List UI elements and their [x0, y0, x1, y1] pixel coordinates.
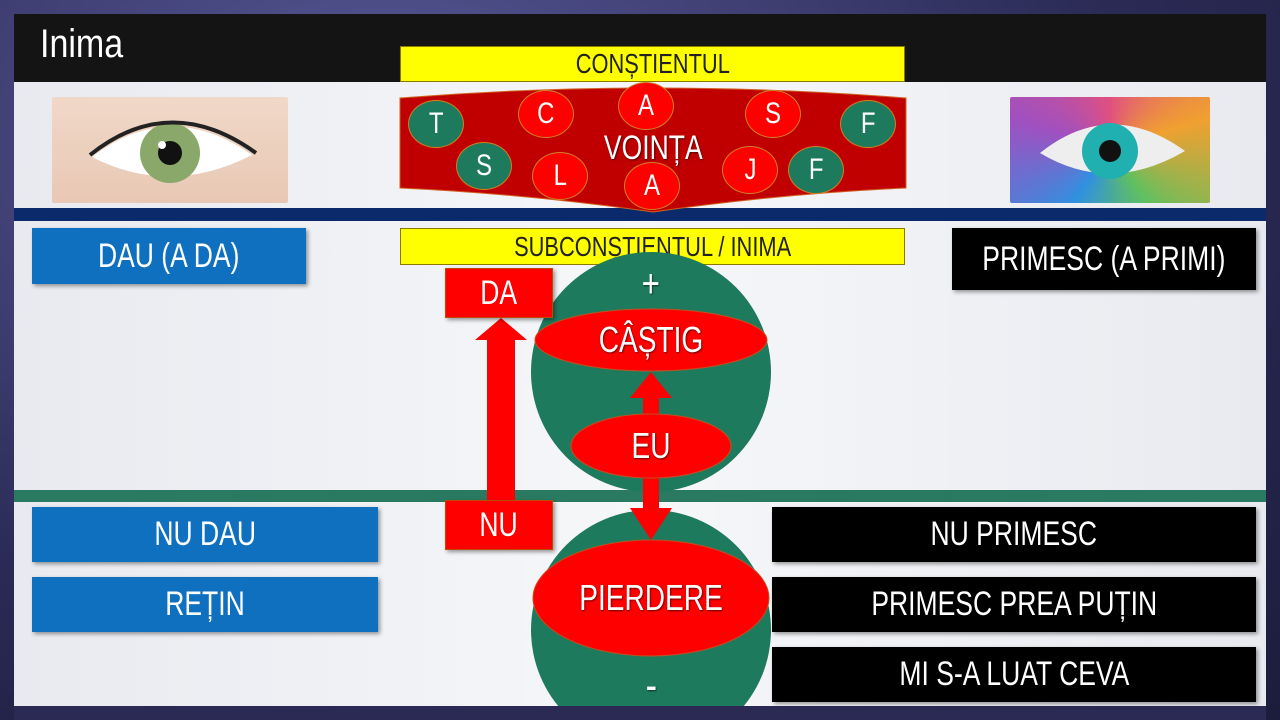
give-box: DAU (A DA)	[32, 228, 306, 284]
withhold-box: REȚIN	[32, 577, 378, 632]
not-receive-box: NU PRIMESC	[772, 507, 1256, 562]
letter-circle: F	[788, 146, 844, 194]
letter-circle: T	[408, 100, 464, 148]
receive-box: PRIMESC (A PRIMI)	[952, 228, 1256, 290]
receive-too-little-box: PRIMESC PREA PUȚIN	[772, 577, 1256, 632]
natural-eye-image	[52, 97, 288, 203]
letter-circle: A	[618, 82, 674, 130]
gain-loss-divider	[14, 490, 1266, 502]
artistic-eye-image	[1010, 97, 1210, 203]
minus-sign: -	[645, 661, 657, 710]
down-arrow-self-to-loss	[630, 470, 672, 540]
loss-label: PIERDERE	[579, 577, 723, 618]
letter-circle: F	[840, 100, 896, 148]
self-label: EU	[631, 425, 671, 466]
letter-circle: S	[745, 90, 801, 138]
plus-sign: +	[641, 261, 661, 306]
no-box: NU	[445, 500, 553, 550]
gain-label: CÂȘTIG	[598, 319, 704, 360]
conscious-divider	[14, 208, 1266, 221]
yes-box: DA	[445, 268, 553, 318]
will-label: VOINȚA	[603, 128, 703, 167]
letter-circle: J	[722, 146, 778, 194]
letter-circle: S	[456, 142, 512, 190]
letter-circle: A	[624, 162, 680, 210]
something-taken-box: MI S-A LUAT CEVA	[772, 647, 1256, 702]
up-arrow-self-to-gain	[630, 372, 672, 420]
letter-circle: C	[518, 90, 574, 138]
letter-circle: L	[532, 152, 588, 200]
self-ellipse	[570, 413, 732, 479]
slide-title: Inima	[40, 22, 124, 66]
conscious-label: CONȘTIENTUL	[400, 46, 905, 82]
up-arrow-no-to-yes	[475, 318, 527, 500]
gain-ellipse	[534, 308, 768, 372]
loss-ellipse	[532, 539, 770, 657]
bottom-edge	[14, 706, 1266, 720]
not-give-box: NU DAU	[32, 507, 378, 562]
